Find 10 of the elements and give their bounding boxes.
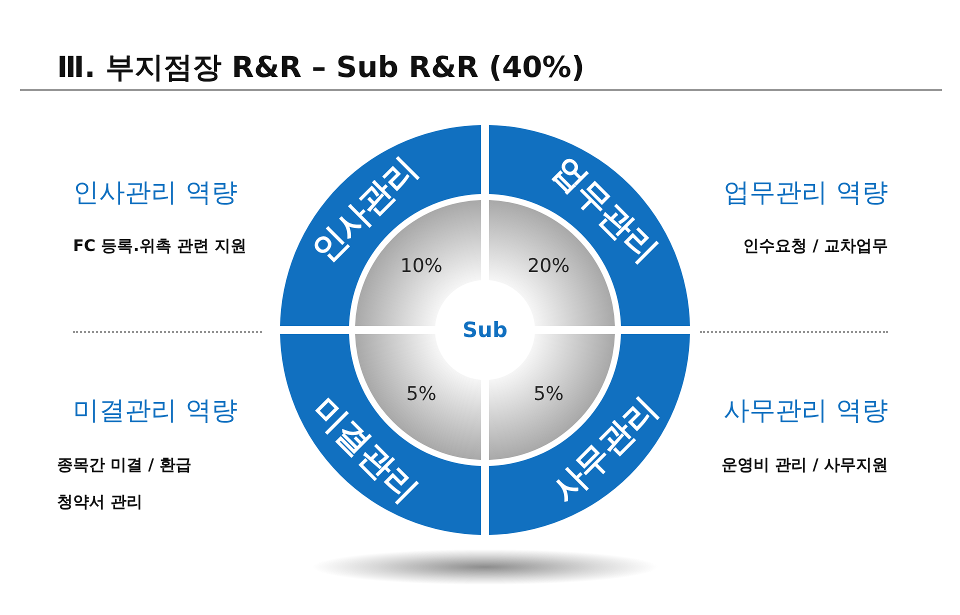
page-title: Ⅲ. 부지점장 R&R – Sub R&R (40%) (57, 49, 585, 86)
description-text: FC 등록.위촉 관련 지원 (73, 236, 246, 257)
description-text: 인수요청 / 교차업무 (743, 236, 888, 257)
description-text: 종목간 미결 / 환급 (57, 455, 192, 476)
section-heading: 미결관리 역량 (73, 395, 238, 428)
description-text: 청약서 관리 (57, 492, 143, 513)
section-heading: 인사관리 역량 (73, 177, 238, 210)
section-heading: 업무관리 역량 (724, 177, 888, 210)
section-heading: 사무관리 역량 (724, 395, 888, 428)
description-text: 운영비 관리 / 사무지원 (721, 455, 888, 476)
